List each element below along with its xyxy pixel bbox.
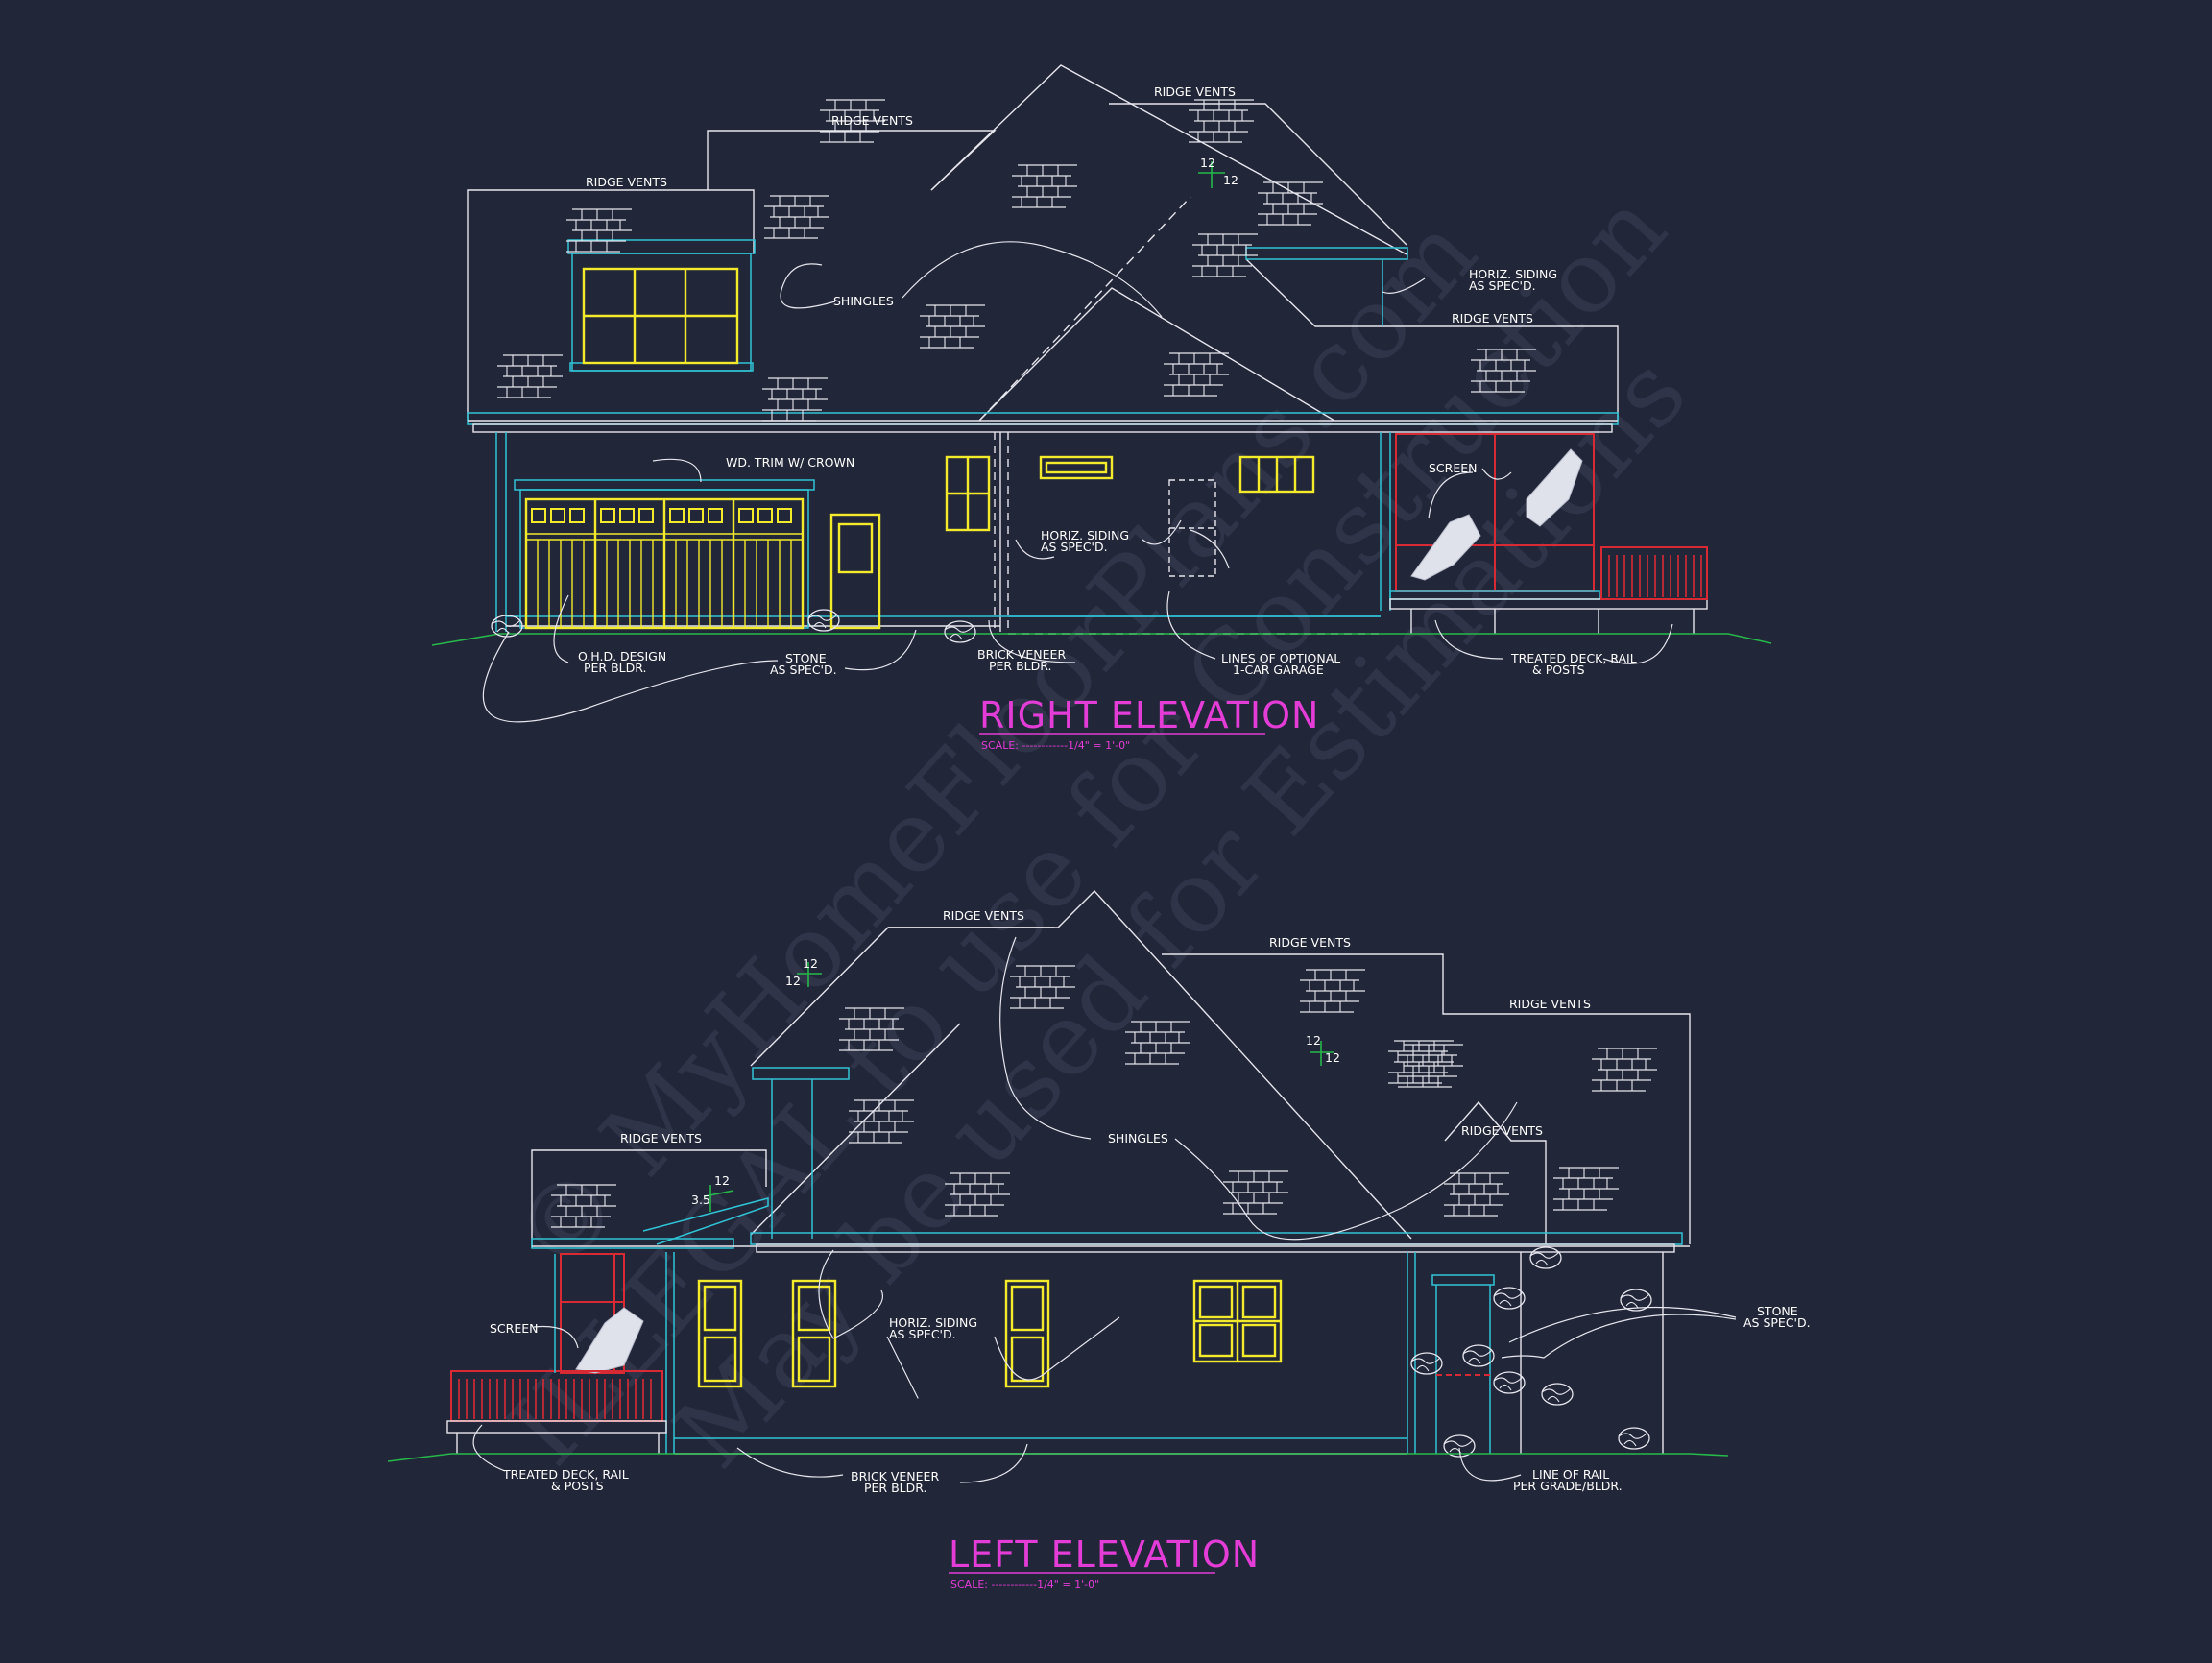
left-label-ridge-vents-2: RIDGE VENTS — [1269, 935, 1351, 950]
left-label-stone-2: AS SPEC'D. — [1743, 1315, 1811, 1330]
left-label-horiz-siding-1: HORIZ. SIDING — [889, 1315, 977, 1330]
left-label-shingles: SHINGLES — [1108, 1131, 1168, 1145]
right-roof-outline — [467, 64, 1619, 433]
right-label-horiz-siding-2: AS SPEC'D. — [1041, 540, 1108, 554]
right-label-deck-1: TREATED DECK, RAIL — [1510, 651, 1637, 665]
right-label-ohd-2: PER BLDR. — [584, 661, 646, 675]
left-pitch-3a: 12 — [714, 1173, 730, 1188]
left-label-ridge-vents-4: RIDGE VENTS — [1461, 1123, 1543, 1138]
left-elevation-title-block: LEFT ELEVATION SCALE: ------------1/4" =… — [949, 1533, 1260, 1591]
right-elevation-title-block: RIGHT ELEVATION SCALE: ------------1/4" … — [979, 694, 1319, 752]
right-elevation: 12 12 RIDGE VENTS RIDGE VENTS RI — [431, 64, 1772, 752]
left-elevation-title: LEFT ELEVATION — [949, 1533, 1260, 1576]
left-pitch-1b: 12 — [785, 974, 801, 988]
right-label-brick-2: PER BLDR. — [989, 659, 1051, 673]
right-elevation-scale: SCALE: ------------1/4" = 1'-0" — [981, 739, 1130, 752]
left-label-ridge-vents-1: RIDGE VENTS — [943, 908, 1024, 923]
left-label-horiz-siding-2: AS SPEC'D. — [889, 1327, 956, 1341]
right-leaders — [482, 241, 1673, 723]
right-elevation-title: RIGHT ELEVATION — [979, 694, 1319, 736]
left-pitch-1a: 12 — [803, 956, 818, 971]
left-pitch-2b: 12 — [1325, 1050, 1340, 1065]
right-pitch-a: 12 — [1200, 156, 1215, 170]
left-label-ridge-vents-3: RIDGE VENTS — [1509, 997, 1591, 1011]
right-label-screen: SCREEN — [1429, 461, 1478, 475]
right-label-garage-1: LINES OF OPTIONAL — [1221, 651, 1340, 665]
left-leaders — [472, 936, 1737, 1483]
left-label-screen: SCREEN — [490, 1321, 539, 1336]
left-pitch-symbols: 12 12 12 12 12 3.5 — [691, 956, 1340, 1212]
right-grade-line — [431, 633, 1772, 646]
right-label-ridge-vents-3: RIDGE VENTS — [1154, 84, 1236, 99]
right-label-deck-2: & POSTS — [1532, 663, 1585, 677]
left-label-ridge-vents-5: RIDGE VENTS — [620, 1131, 702, 1145]
right-label-ridge-vents-1: RIDGE VENTS — [586, 175, 667, 189]
right-garage-doors — [514, 479, 881, 630]
left-stone-bits — [1410, 1246, 1652, 1458]
right-label-horiz-siding-top-2: AS SPEC'D. — [1469, 278, 1536, 293]
right-pitch-b: 12 — [1223, 173, 1238, 187]
left-label-deck-1: TREATED DECK, RAIL — [502, 1467, 629, 1482]
left-pitch-2a: 12 — [1306, 1033, 1321, 1048]
left-label-rail-1: LINE OF RAIL — [1532, 1467, 1609, 1482]
left-label-stone-1: STONE — [1757, 1304, 1798, 1318]
left-roof-outline — [531, 889, 1691, 1253]
left-label-brick-1: BRICK VENEER — [851, 1469, 939, 1483]
right-windows — [945, 455, 1315, 577]
left-chimney — [1431, 1274, 1495, 1454]
right-label-stone-1: STONE — [785, 651, 827, 665]
left-label-brick-2: PER BLDR. — [864, 1481, 926, 1495]
left-elevation: 12 12 12 12 12 3.5 RIDGE VENTS — [387, 889, 1811, 1591]
right-label-ohd-1: O.H.D. DESIGN — [578, 649, 666, 663]
right-label-garage-2: 1-CAR GARAGE — [1233, 663, 1324, 677]
left-windows — [697, 1279, 1283, 1388]
left-pitch-3b: 3.5 — [691, 1193, 710, 1207]
right-label-brick-1: BRICK VENEER — [977, 647, 1066, 662]
right-label-shingles: SHINGLES — [833, 294, 894, 308]
left-elevation-scale: SCALE: ------------1/4" = 1'-0" — [950, 1579, 1099, 1591]
left-label-deck-2: & POSTS — [551, 1479, 604, 1493]
right-label-ridge-vents-2: RIDGE VENTS — [831, 113, 913, 128]
left-label-rail-2: PER GRADE/BLDR. — [1513, 1479, 1623, 1493]
left-screen-porch — [446, 1253, 667, 1454]
right-pitch-symbol: 12 12 — [1198, 156, 1238, 188]
right-label-wd-trim: WD. TRIM W/ CROWN — [726, 455, 854, 470]
right-label-stone-2: AS SPEC'D. — [770, 663, 837, 677]
right-label-horiz-siding-top-1: HORIZ. SIDING — [1469, 267, 1557, 281]
left-grade-line — [387, 1453, 1729, 1462]
right-label-horiz-siding-1: HORIZ. SIDING — [1041, 528, 1129, 542]
right-screen-porch — [1389, 433, 1708, 634]
right-labels: RIDGE VENTS RIDGE VENTS RIDGE VENTS RIDG… — [578, 84, 1637, 677]
left-labels: RIDGE VENTS RIDGE VENTS RIDGE VENTS RIDG… — [490, 908, 1811, 1495]
right-label-ridge-vents-4: RIDGE VENTS — [1452, 311, 1533, 325]
